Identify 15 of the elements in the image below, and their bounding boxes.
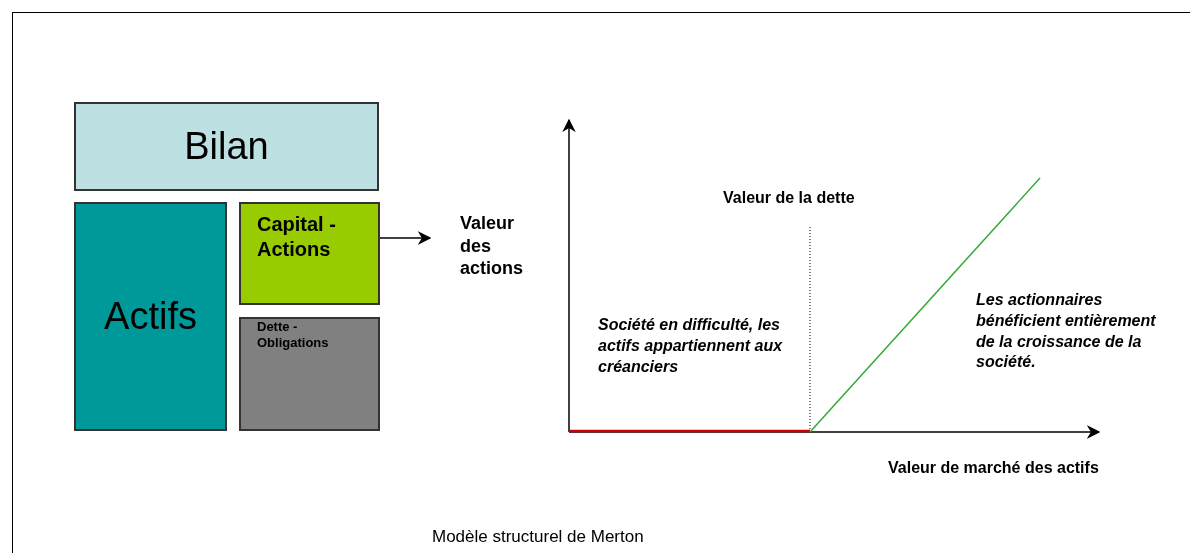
axis-title: Valeur de marché des actifs (888, 458, 1099, 478)
box-label: Capital - Actions (257, 212, 337, 262)
asset-box (74, 202, 227, 431)
title-box (74, 102, 379, 191)
box-label: Actifs (104, 293, 197, 339)
annotation: Les actionnaires bénéficient entièrement de la croissance de la société. (976, 290, 1156, 373)
box-label: Bilan (184, 123, 269, 169)
caption: Modèle structurel de Merton (432, 527, 644, 547)
equity-box (239, 202, 380, 305)
annotation: Société en difficulté, les actifs appartiennent aux créanciers (598, 315, 784, 377)
arrow (379, 231, 432, 245)
debt-box (239, 317, 380, 431)
axis-title: Valeur des actions (460, 212, 525, 280)
reference-label: Valeur de la dette (723, 188, 855, 208)
box-label: Dette - Obligations (257, 319, 330, 352)
